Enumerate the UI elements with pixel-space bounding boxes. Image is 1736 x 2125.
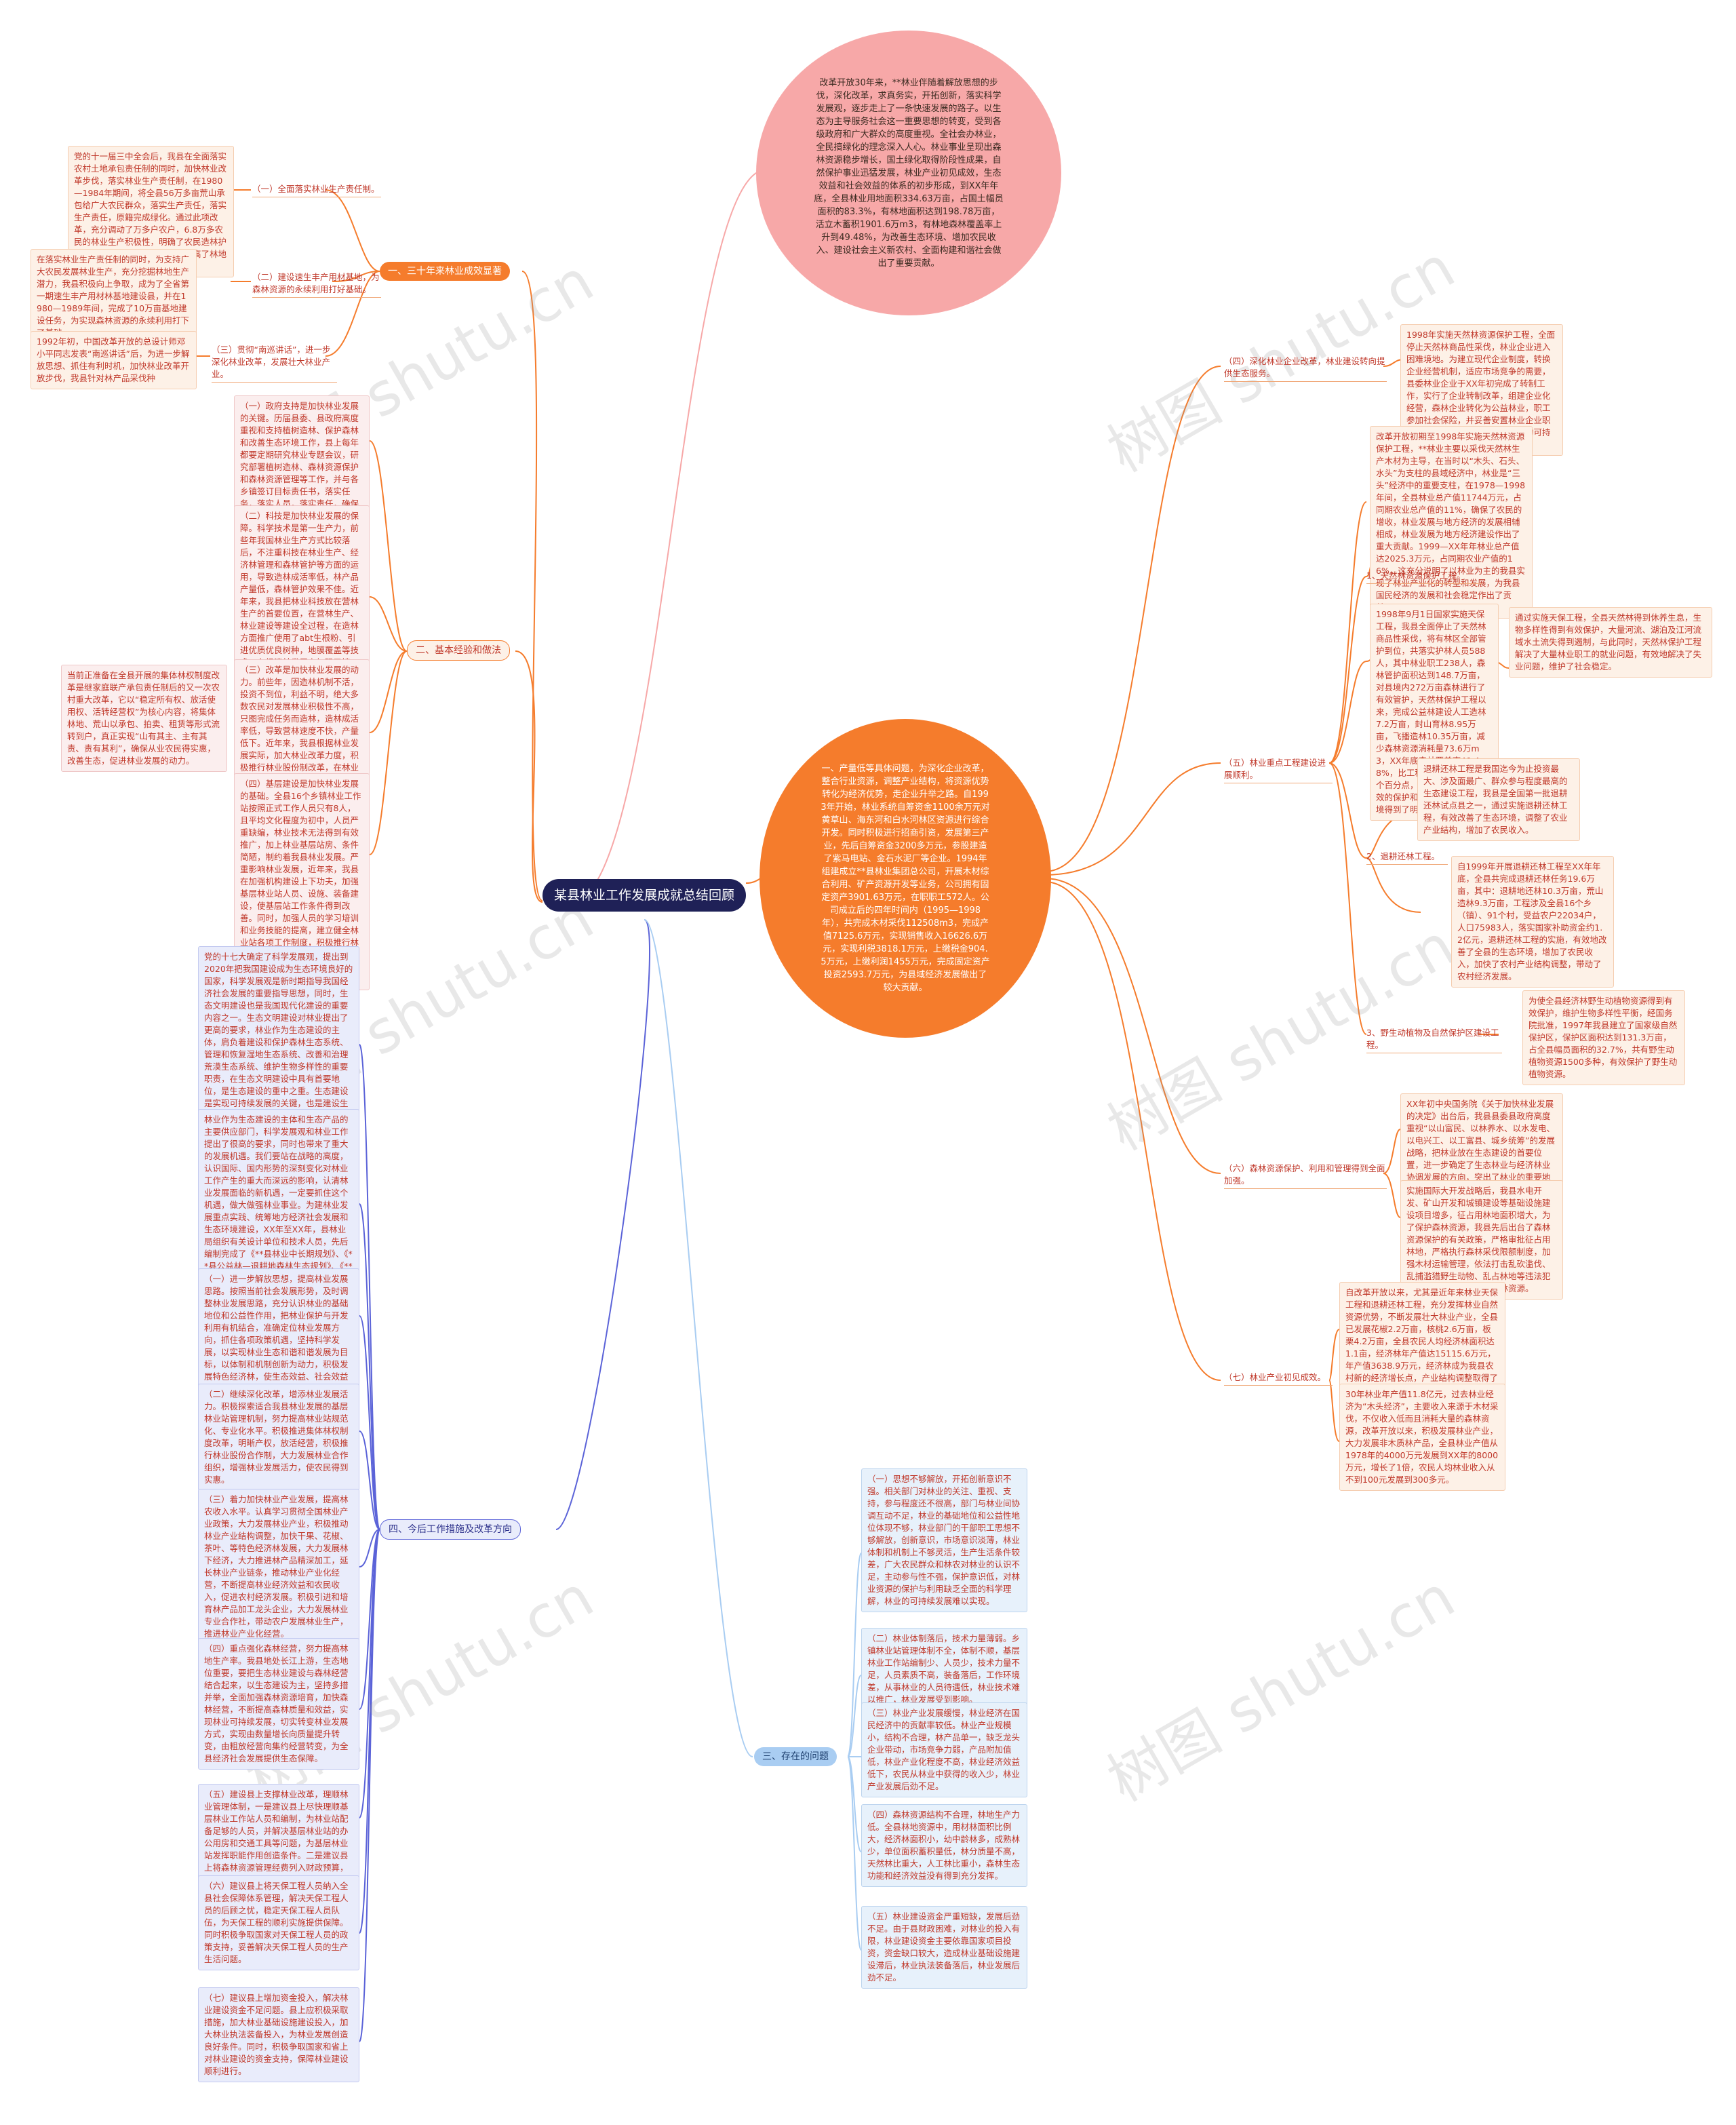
branch-future-measures-title: 四、今后工作措施及改革方向 <box>389 1524 512 1535</box>
problem-item-2: （二）林业体制落后，技术力量薄弱。乡镇林业站管理体制不全，体制不顺，基层林业工作… <box>861 1628 1027 1711</box>
center-title: 某县林业工作发展成就总结回顾 <box>553 888 734 903</box>
right-item-4-label[interactable]: （四）深化林业企业改革，林业建设转向提供生态服务。 <box>1224 354 1387 382</box>
problem-item-5: （五）林业建设资金严重短缺，发展后劲不足。由于县财政困难，对林业的投入有限，林业… <box>861 1906 1027 1989</box>
center-topic[interactable]: 某县林业工作发展成就总结回顾 <box>542 879 746 912</box>
measure-item-3: （三）着力加快林业产业发展，提高林农收入水平。认真学习贯彻全国林业产业政策，大力… <box>198 1489 359 1645</box>
achievement-item-2-label[interactable]: （二）建设速生丰产用材基地，为森林资源的永续利用打好基础。 <box>252 270 381 298</box>
measure-item-2: （二）继续深化改革，增添林业发展活力。积极探索适合我县林业发展的基层林业站管理机… <box>198 1384 359 1491</box>
returning-farmland-label[interactable]: 2、退耕还林工程。 <box>1366 849 1448 865</box>
wildlife-detail: 为使全县经济林野生动植物资源得到有效保护，维护生物多样性平衡，经国务院批准，19… <box>1522 990 1685 1085</box>
branch-achievements[interactable]: 一、三十年来林业成效显著 <box>380 262 510 281</box>
branch-problems-title: 三、存在的问题 <box>762 1751 829 1762</box>
experience-item-5: 当前正准备在全县开展的集体林权制度改革是继家庭联产承包责任制后的又一次农村重大改… <box>61 665 227 772</box>
measure-item-6: （六）建议县上将天保工程人员纳入全县社会保障体系管理，解决天保工程人员的后顾之忧… <box>198 1875 359 1970</box>
returning-farmland-detail-1: 退耕还林工程是我国迄今为止投资最大、涉及面最广、群众参与程度最高的生态建设工程，… <box>1417 758 1580 841</box>
tianbao-label[interactable]: 1、天然林资源保护工程。 <box>1366 568 1482 584</box>
branch-future-measures[interactable]: 四、今后工作措施及改革方向 <box>380 1519 521 1540</box>
achievement-item-3-detail: 1992年初，中国改革开放的总设计师邓小平同志发表“南巡讲话”后，为进一步解放思… <box>31 331 197 389</box>
measure-item-7: （七）建议县上增加资金投入，解决林业建设资金不足问题。县上应积极采取措施，加大林… <box>198 1987 359 2082</box>
branch-achievements-title: 一、三十年来林业成效显著 <box>388 266 502 277</box>
problem-item-4: （四）森林资源结构不合理，林地生产力低。全县林地资源中，用材林面积比例大，经济林… <box>861 1804 1027 1887</box>
enterprise-reform-node[interactable]: 一、产量低等具体问题，为深化企业改革，整合行业资源，调整产业结构，将资源优势转化… <box>760 719 1051 1038</box>
achievement-item-1-label[interactable]: （一）全面落实林业生产责任制。 <box>252 182 381 197</box>
returning-farmland-detail-2: 自1999年开展退耕还林工程至XX年年底，全县共完成退耕还林任务19.6万亩，其… <box>1451 856 1614 988</box>
measure-item-4: （四）重点强化森林经营，努力提高林地生产率。我县地处长江上游，生态地位重要，要把… <box>198 1638 359 1770</box>
problem-item-1: （一）思想不够解放，开拓创新意识不强。相关部门对林业的关注、重视、支持，参与程度… <box>861 1468 1027 1612</box>
tianbao-detail-2: 通过实施天保工程，全县天然林得到休养生息，生物多样性得到有效保护，大量河流、湖泊… <box>1509 607 1712 678</box>
wildlife-label[interactable]: 3、野生动植物及自然保护区建设工程。 <box>1366 1026 1502 1053</box>
tianbao-intro-detail: 改革开放初期至1998年实施天然林资源保护工程，**林业主要以采伐天然林生产木材… <box>1370 426 1533 619</box>
right-item-7-label[interactable]: （七）林业产业初见成效。 <box>1224 1370 1333 1386</box>
achievement-item-2-detail: 在落实林业生产责任制的同时，为支持广大农民发展林业生产，充分挖掘林地生产潜力，我… <box>31 249 197 344</box>
branch-experience[interactable]: 二、基本经验和做法 <box>407 640 510 661</box>
industry-detail-2: 30年林业年产值11.8亿元，过去林业经济为“木头经济”，主要收入来源于木材采伐… <box>1339 1384 1505 1491</box>
achievement-item-3-label[interactable]: （三）贯彻“南巡讲话”，进一步深化林业改革，发展壮大林业产业。 <box>212 343 337 383</box>
intro-summary-node[interactable]: 改革开放30年来，**林业伴随着解放思想的步伐，深化改革，求真务实，开拓创新，落… <box>756 31 1061 315</box>
measure-item-1: （一）进一步解放思想，提高林业发展思路。按照当前社会发展形势，及时调整林业发展思… <box>198 1268 359 1400</box>
branch-experience-title: 二、基本经验和做法 <box>416 645 501 656</box>
problem-item-3: （三）林业产业发展缓慢，林业经济在国民经济中的贡献率较低。林业产业规模小，结构不… <box>861 1702 1027 1797</box>
industry-detail-1: 自改革开放以来，尤其是近年来林业天保工程和退耕还林工程，充分发挥林业自然资源优势… <box>1339 1282 1505 1401</box>
intro-summary-text: 改革开放30年来，**林业伴随着解放思想的步伐，深化改革，求真务实，开拓创新，落… <box>814 77 1004 269</box>
right-item-6-label[interactable]: （六）森林资源保护、利用和管理得到全面加强。 <box>1224 1161 1387 1189</box>
right-item-5-label[interactable]: （五）林业重点工程建设进展顺利。 <box>1224 756 1333 783</box>
branch-problems[interactable]: 三、存在的问题 <box>754 1747 837 1766</box>
enterprise-reform-text: 一、产量低等具体问题，为深化企业改革，整合行业资源，调整产业结构，将资源优势转化… <box>821 764 990 993</box>
